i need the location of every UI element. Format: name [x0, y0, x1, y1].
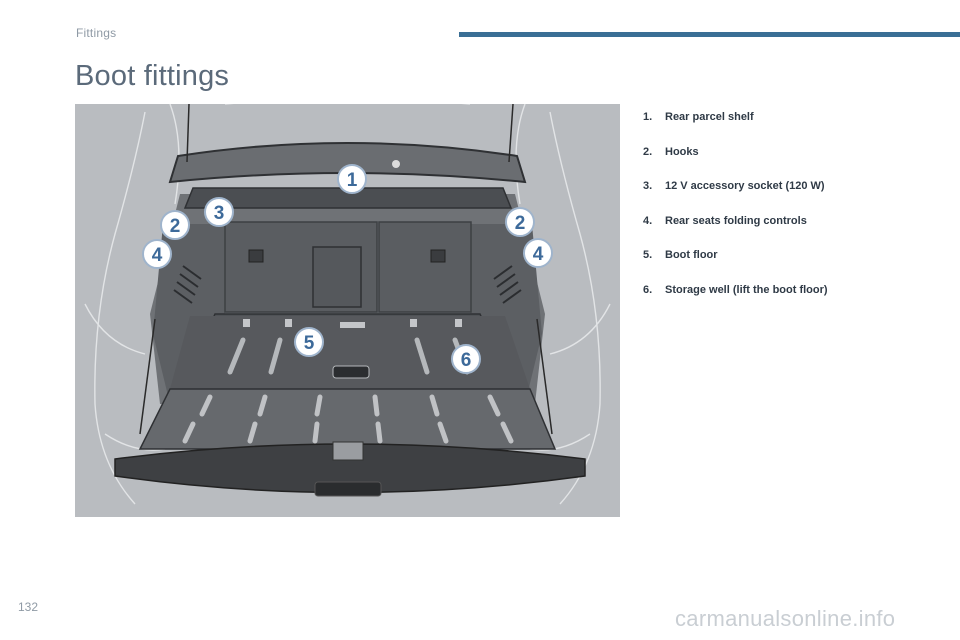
boot-floor — [170, 316, 530, 389]
callout-1-circle — [337, 164, 367, 194]
callout-6-label: 6 — [461, 350, 472, 371]
boot-illustration: 1 2 3 2 4 4 5 6 — [75, 104, 620, 517]
legend-number: 4. — [643, 214, 653, 227]
section-label: Fittings — [76, 26, 117, 40]
legend-label: Boot floor — [665, 249, 718, 262]
legend-item: 2. Hooks — [643, 135, 943, 170]
seat-release-left — [248, 249, 264, 263]
callout-6: 6 — [451, 344, 481, 374]
legend-item: 4. Rear seats folding controls — [643, 204, 943, 239]
callout-2-left-label: 2 — [170, 216, 181, 237]
parcel-shelf-lower — [183, 187, 513, 209]
legend-item: 1. Rear parcel shelf — [643, 100, 943, 135]
right-vent — [493, 265, 522, 304]
legend-label: Storage well (lift the boot floor) — [665, 283, 828, 296]
strap-left — [139, 318, 156, 435]
callout-2-right: 2 — [505, 207, 535, 237]
bumper — [114, 443, 586, 494]
callout-3: 3 — [204, 197, 234, 227]
callout-4-left-circle — [142, 239, 172, 269]
legend-item: 3. 12 V accessory socket (120 W) — [643, 169, 943, 204]
shelf-cord-right — [508, 104, 514, 163]
callout-4-left-label: 4 — [152, 245, 163, 266]
callout-3-circle — [204, 197, 234, 227]
callout-2-right-label: 2 — [515, 213, 526, 234]
legend-number: 2. — [643, 145, 653, 158]
seat-release-right — [430, 249, 446, 263]
callout-4-right: 4 — [523, 238, 553, 268]
legend-label: Rear seats folding controls — [665, 214, 807, 227]
callout-4-right-label: 4 — [533, 244, 544, 265]
car-outline — [84, 104, 611, 505]
boot-latch — [332, 441, 364, 461]
legend-number: 3. — [643, 180, 653, 193]
rear-catch — [314, 481, 382, 497]
callout-2-right-circle — [505, 207, 535, 237]
callout-5-circle — [294, 327, 324, 357]
strap-right — [536, 318, 553, 435]
floor-handle — [332, 365, 370, 379]
legend-list: 1. Rear parcel shelf 2. Hooks 3. 12 V ac… — [643, 100, 943, 307]
page-title: Boot fittings — [75, 60, 230, 92]
legend-number: 6. — [643, 283, 653, 296]
watermark-link[interactable]: carmanualsonline.info — [675, 606, 896, 631]
sill-ribs — [182, 394, 514, 444]
callout-1: 1 — [337, 164, 367, 194]
callout-4-right-circle — [523, 238, 553, 268]
shelf-cord-left — [186, 104, 190, 163]
page-number: 132 — [18, 600, 39, 614]
legend-number: 5. — [643, 249, 653, 262]
boot-drawing: 1 2 3 2 4 4 5 6 — [84, 104, 611, 505]
left-vent — [173, 265, 202, 304]
seat-hatch — [312, 246, 362, 308]
legend-item: 5. Boot floor — [643, 238, 943, 273]
callout-6-circle — [451, 344, 481, 374]
header-bar — [459, 32, 960, 37]
legend-item: 6. Storage well (lift the boot floor) — [643, 273, 943, 308]
callout-2-left: 2 — [160, 210, 190, 240]
legend-number: 1. — [643, 111, 653, 124]
floor-rails-upper — [243, 319, 462, 328]
callout-1-label: 1 — [347, 170, 358, 191]
callout-2-left-circle — [160, 210, 190, 240]
callout-5: 5 — [294, 327, 324, 357]
legend-label: Hooks — [665, 145, 699, 158]
boot-sill — [138, 388, 557, 450]
callout-3-label: 3 — [214, 203, 225, 224]
seat-back-right — [378, 221, 472, 313]
callout-5-label: 5 — [304, 333, 315, 354]
legend-label: Rear parcel shelf — [665, 111, 754, 124]
legend-label: 12 V accessory socket (120 W) — [665, 180, 825, 193]
shelf-light — [392, 160, 400, 168]
parcel-shelf — [168, 142, 527, 184]
callout-4-left: 4 — [142, 239, 172, 269]
